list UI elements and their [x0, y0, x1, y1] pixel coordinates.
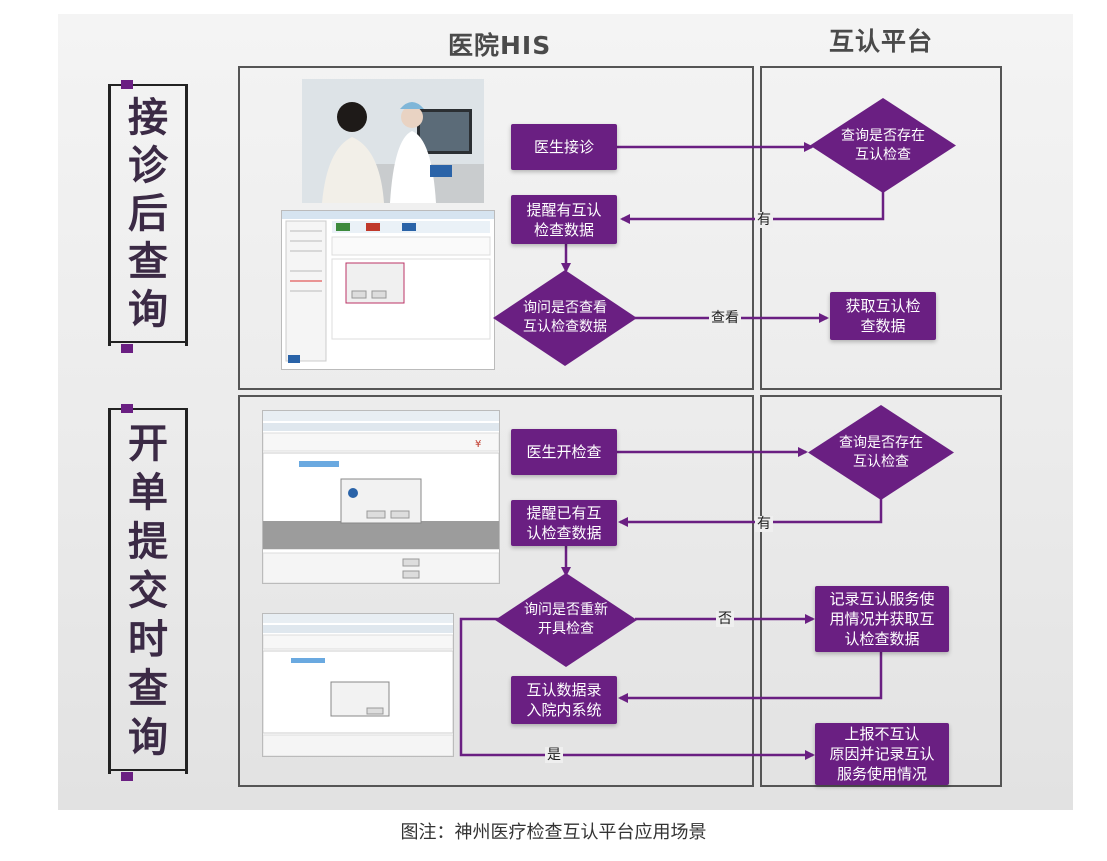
- arrow-query-to-reminder-2: [618, 497, 883, 527]
- node-query-bottom: 查询是否存在 互认检查: [808, 405, 954, 500]
- panel-platform-bottom: [760, 395, 1002, 787]
- header-platform: 互认平台: [829, 27, 934, 56]
- doctor-photo: [302, 79, 484, 203]
- side-char: 单: [128, 470, 168, 516]
- node-ask-reissue-text: 询问是否重新 开具检查: [524, 602, 608, 637]
- side-char: 交: [128, 568, 168, 614]
- side-label-order-submit: 开 单 提 交 时 查 询: [108, 404, 188, 781]
- node-query-top: 查询是否存在 互认检查: [810, 98, 956, 193]
- side-label-after-visit: 接 诊 后 查 询: [108, 80, 188, 353]
- node-query-top-text: 查询是否存在 互认检查: [841, 127, 925, 163]
- doctor-photo-illustration: [302, 79, 484, 203]
- node-enter-system: 互认数据录 入院内系统: [511, 676, 617, 724]
- side-char: 诊: [128, 143, 168, 189]
- side-char: 提: [128, 519, 168, 565]
- side-char: 后: [128, 191, 168, 237]
- label-has-bottom: 有: [755, 516, 773, 532]
- node-ask-view-text: 询问是否查看 互认检查数据: [523, 300, 607, 335]
- node-record-fetch: 记录互认服务使 用情况并获取互 认检查数据: [815, 586, 949, 652]
- side-char: 询: [128, 715, 168, 761]
- node-doctor-visit: 医生接诊: [511, 124, 617, 170]
- side-char: 询: [128, 287, 168, 333]
- panel-his-bottom: [238, 395, 754, 787]
- arrow-record-to-enter: [618, 652, 883, 703]
- his-screenshot-order-1: ¥: [262, 410, 500, 584]
- node-ask-view: 询问是否查看 互认检查数据: [493, 270, 637, 366]
- side-char: 接: [128, 95, 168, 141]
- side-char: 时: [128, 617, 168, 663]
- svg-text:¥: ¥: [475, 439, 481, 450]
- node-query-bottom-text: 查询是否存在 互认检查: [839, 434, 923, 470]
- header-his: 医院HIS: [448, 31, 552, 60]
- arrow-query-to-reminder: [620, 190, 885, 224]
- arrow-yes-to-report: [459, 617, 815, 760]
- node-report: 上报不互认 原因并记录互认 服务使用情况: [815, 723, 949, 785]
- node-doctor-order: 医生开检查: [511, 429, 617, 475]
- label-has-top: 有: [755, 212, 773, 228]
- his-screenshot-order-2-illustration: [263, 614, 453, 756]
- node-ask-reissue: 询问是否重新 开具检查: [495, 573, 637, 667]
- his-screenshot-visit: [281, 210, 495, 370]
- his-screenshot-visit-illustration: [282, 211, 494, 363]
- panel-platform-top: [760, 66, 1002, 390]
- side-char: 查: [128, 239, 168, 285]
- label-no: 否: [716, 611, 734, 627]
- panel-his-top: [238, 66, 754, 390]
- node-fetch: 获取互认检 查数据: [830, 292, 936, 340]
- label-view: 查看: [709, 310, 741, 326]
- node-reminder-bottom: 提醒已有互 认检查数据: [511, 500, 617, 546]
- side-char: 查: [128, 666, 168, 712]
- node-reminder-top: 提醒有互认 检查数据: [511, 195, 617, 244]
- his-screenshot-order-1-illustration: ¥: [263, 411, 499, 583]
- figure-caption: 图注：神州医疗检查互认平台应用场景: [400, 822, 707, 843]
- his-screenshot-order-2: [262, 613, 454, 757]
- side-char: 开: [128, 421, 168, 467]
- label-yes: 是: [545, 747, 563, 763]
